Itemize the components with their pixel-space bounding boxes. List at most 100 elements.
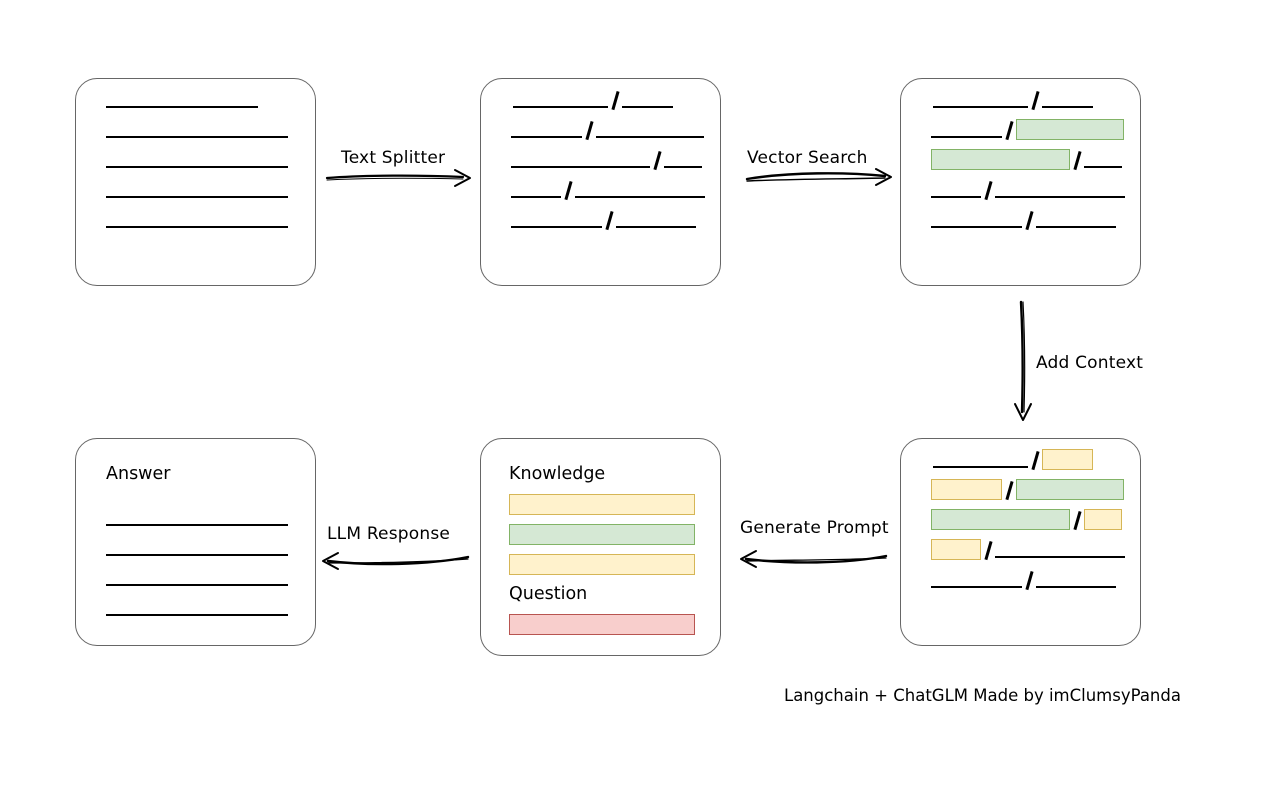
context-chunk-highlight <box>1042 449 1093 470</box>
split-chunks-rows <box>481 79 720 285</box>
underline-segment <box>622 89 673 111</box>
add-context-label: Add Context <box>1036 353 1144 373</box>
source-document-rows <box>76 79 315 285</box>
matched-chunk-highlight <box>931 149 1070 170</box>
context-line-2 <box>931 479 1124 501</box>
chunk-separator <box>650 149 664 171</box>
question-chip <box>509 614 695 635</box>
knowledge-chip-row-1 <box>509 494 695 516</box>
underline-segment <box>931 569 1022 591</box>
underline-segment <box>931 179 981 201</box>
knowledge-chunk-chip <box>509 524 695 545</box>
underline-segment <box>106 567 288 589</box>
answer-line-4 <box>106 597 288 619</box>
underline-segment <box>575 179 705 201</box>
vector-search-arrow <box>745 168 892 186</box>
context-line-5 <box>931 569 1116 591</box>
chunk-separator <box>1022 569 1036 591</box>
chunk-line-1 <box>513 89 673 111</box>
answer-line-3 <box>106 567 288 589</box>
underline-segment <box>933 449 1028 471</box>
question-chip-row <box>509 614 695 636</box>
context-chunk-highlight <box>1084 509 1122 530</box>
context-chunks-rows <box>901 439 1140 645</box>
generate-prompt-arrow <box>740 550 888 568</box>
chunk-separator <box>582 119 596 141</box>
chunk-line-4 <box>511 179 705 201</box>
matched-line-1 <box>933 89 1093 111</box>
chunk-line-2 <box>511 119 704 141</box>
chunk-separator <box>602 209 616 231</box>
underline-segment <box>1042 89 1093 111</box>
doc-line-1 <box>106 89 258 111</box>
footer-credit: Langchain + ChatGLM Made by imClumsyPand… <box>784 686 1181 705</box>
underline-segment <box>616 209 696 231</box>
underline-segment <box>931 209 1022 231</box>
underline-segment <box>106 209 288 231</box>
context-chunks-node[interactable] <box>900 438 1141 646</box>
underline-segment <box>106 537 288 559</box>
underline-segment <box>106 179 288 201</box>
doc-line-4 <box>106 179 288 201</box>
context-line-4 <box>931 539 1125 561</box>
chunk-line-3 <box>511 149 702 171</box>
chunk-separator <box>561 179 575 201</box>
matched-line-5 <box>931 209 1116 231</box>
prompt-node[interactable]: Knowledge Question <box>480 438 721 656</box>
underline-segment <box>511 179 561 201</box>
matched-line-3 <box>931 149 1122 171</box>
answer-node[interactable]: Answer <box>75 438 316 646</box>
chunk-separator <box>981 539 995 561</box>
underline-segment <box>931 119 1002 141</box>
underline-segment <box>511 149 650 171</box>
chunk-separator <box>1028 89 1042 111</box>
answer-line-2 <box>106 537 288 559</box>
llm-response-arrow <box>322 552 470 570</box>
knowledge-chip-row-3 <box>509 554 695 576</box>
matched-line-2 <box>931 119 1124 141</box>
doc-line-2 <box>106 119 288 141</box>
underline-segment <box>1036 209 1116 231</box>
matched-line-4 <box>931 179 1125 201</box>
knowledge-chunk-chip <box>509 554 695 575</box>
question-heading: Question <box>509 584 588 604</box>
underline-segment <box>995 179 1125 201</box>
context-chunk-highlight <box>931 479 1002 500</box>
matched-chunk-highlight <box>931 509 1070 530</box>
matched-chunk-highlight <box>1016 479 1124 500</box>
underline-segment <box>106 507 288 529</box>
context-line-1 <box>933 449 1093 471</box>
chunk-separator <box>608 89 622 111</box>
chunk-separator <box>1002 119 1016 141</box>
source-document-node[interactable] <box>75 78 316 286</box>
underline-segment <box>664 149 702 171</box>
split-chunks-node[interactable] <box>480 78 721 286</box>
add-context-arrow <box>1014 300 1032 421</box>
chunk-separator <box>1002 479 1016 501</box>
chunk-separator <box>1070 149 1084 171</box>
matched-chunks-node[interactable] <box>900 78 1141 286</box>
underline-segment <box>106 119 288 141</box>
chunk-separator <box>1070 509 1084 531</box>
knowledge-chunk-chip <box>509 494 695 515</box>
matched-chunks-rows <box>901 79 1140 285</box>
context-chunk-highlight <box>931 539 981 560</box>
chunk-line-5 <box>511 209 696 231</box>
matched-chunk-highlight <box>1016 119 1124 140</box>
vector-search-label: Vector Search <box>747 148 868 168</box>
underline-segment <box>106 149 288 171</box>
underline-segment <box>511 209 602 231</box>
underline-segment <box>106 89 258 111</box>
text-splitter-arrow <box>325 169 471 187</box>
doc-line-3 <box>106 149 288 171</box>
chunk-separator <box>1028 449 1042 471</box>
underline-segment <box>1036 569 1116 591</box>
underline-segment <box>1084 149 1122 171</box>
context-line-3 <box>931 509 1122 531</box>
generate-prompt-label: Generate Prompt <box>740 518 889 538</box>
text-splitter-label: Text Splitter <box>341 148 446 168</box>
llm-response-label: LLM Response <box>327 524 451 544</box>
underline-segment <box>513 89 608 111</box>
knowledge-heading: Knowledge <box>509 464 606 484</box>
